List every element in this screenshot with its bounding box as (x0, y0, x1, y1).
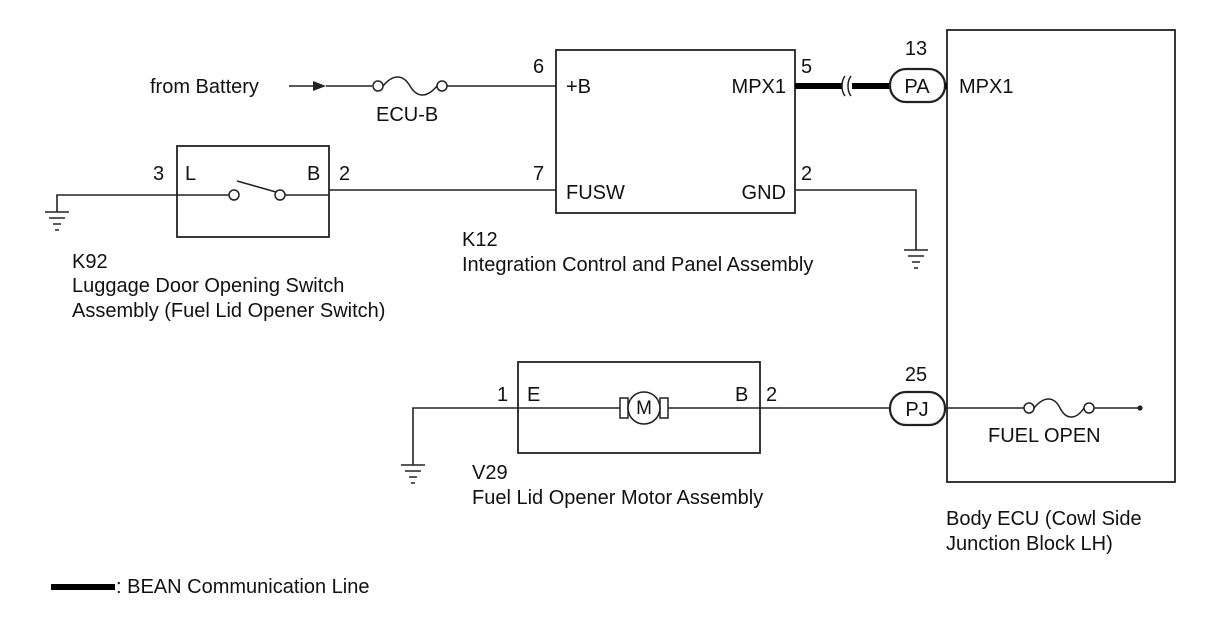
k12-mpx1-label: MPX1 (732, 76, 786, 98)
bean-break-icon (841, 75, 853, 97)
body-ecu-name-line1: Body ECU (Cowl Side (946, 508, 1142, 530)
k12-gnd-label: GND (742, 182, 786, 204)
k92-pin-3: 3 (153, 163, 164, 185)
k92-l-label: L (185, 163, 196, 185)
ecu-b-fuse-label: ECU-B (376, 104, 438, 126)
k12-pin-5: 5 (801, 56, 812, 78)
pj-connector-label: PJ (905, 399, 928, 421)
v29-name: Fuel Lid Opener Motor Assembly (472, 487, 763, 509)
fuel-open-label: FUEL OPEN (988, 425, 1101, 447)
k92-pin-2: 2 (339, 163, 350, 185)
pa-connector-label: PA (904, 76, 930, 98)
k12-box (555, 49, 796, 214)
v29-b-label: B (735, 384, 748, 406)
fuel-open-terminal-dot (1137, 405, 1143, 411)
motor-symbol: M (636, 398, 652, 419)
k12-code: K12 (462, 229, 498, 251)
v29-pin-1: 1 (497, 384, 508, 406)
body-ecu-mpx1-label: MPX1 (959, 76, 1013, 98)
pj-connector: PJ (888, 390, 947, 427)
v29-e-label: E (527, 384, 540, 406)
motor-icon: M (518, 391, 760, 425)
ecu-b-fuse-icon (372, 76, 448, 96)
wire-k12-gnd (795, 189, 917, 250)
k12-name: Integration Control and Panel Assembly (462, 254, 813, 276)
k92-name-line2: Assembly (Fuel Lid Opener Switch) (72, 300, 385, 322)
k92-ground-icon (45, 211, 69, 231)
wire-v29-ground (412, 407, 518, 465)
from-battery-label: from Battery (150, 76, 259, 98)
pj-pin-25: 25 (905, 364, 927, 386)
v29-pin-2: 2 (766, 384, 777, 406)
battery-arrow-head (313, 81, 326, 91)
k92-code: K92 (72, 251, 108, 273)
wire-k92-ground (56, 194, 177, 212)
k92-b-label: B (307, 163, 320, 185)
legend-label: : BEAN Communication Line (116, 576, 369, 598)
k92-name-line1: Luggage Door Opening Switch (72, 275, 344, 297)
fuel-open-fuse-icon (1023, 398, 1095, 418)
switch-icon (177, 180, 329, 201)
pa-pin-13: 13 (905, 38, 927, 60)
k92-box (176, 145, 330, 238)
k12-pin-2: 2 (801, 163, 812, 185)
v29-code: V29 (472, 462, 508, 484)
k12-pin-6: 6 (533, 56, 544, 78)
k12-fusw-label: FUSW (566, 182, 625, 204)
k12-b-plus-label: +B (566, 76, 591, 98)
v29-ground-icon (401, 464, 425, 484)
k12-ground-icon (904, 249, 928, 269)
body-ecu-box (946, 29, 1176, 483)
body-ecu-name-line2: Junction Block LH) (946, 533, 1113, 555)
k12-pin-7: 7 (533, 163, 544, 185)
pa-connector: PA (888, 67, 947, 104)
